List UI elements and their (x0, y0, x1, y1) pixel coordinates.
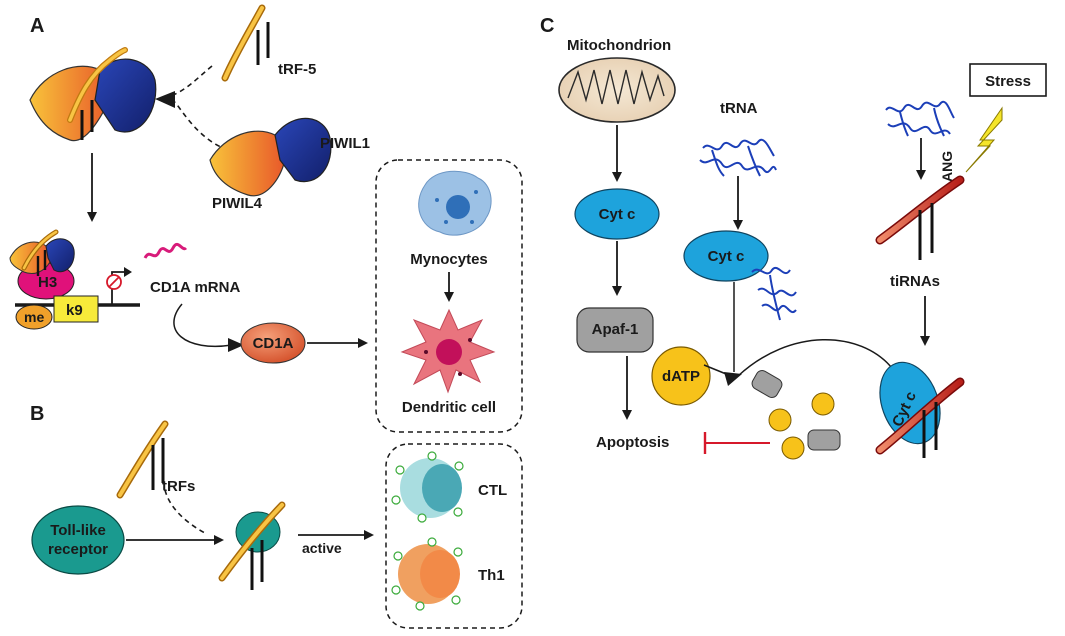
trfs-dashed-arrow (164, 489, 206, 534)
binding-arrowhead (155, 91, 175, 108)
translation-arrow (173, 303, 233, 347)
trna-stress-icon (885, 100, 955, 137)
th1-cell-icon (391, 537, 463, 611)
panel-label-c: C (540, 15, 554, 37)
piwil4-label: PIWIL4 (212, 195, 263, 212)
h3-label: H3 (38, 274, 57, 291)
panel-label-b: B (30, 403, 44, 425)
dendritic-cell-label: Dendritic cell (402, 399, 496, 416)
panel-label-a: A (30, 15, 44, 37)
trfs-label: tRFs (162, 478, 195, 495)
cyt-c-2 (683, 230, 769, 282)
cd1a-protein (240, 322, 306, 364)
mitochondrion-icon (558, 57, 676, 123)
stress-label: Stress (985, 73, 1031, 90)
cell-box-a (375, 159, 523, 433)
dendritic-cell-icon (400, 308, 496, 394)
active-label: active (302, 540, 342, 556)
tirna-cytc-curve-line (737, 339, 893, 377)
tss-line (111, 271, 124, 305)
datp-label: dATP (662, 368, 700, 385)
piwil1-label: PIWIL1 (320, 135, 370, 152)
cyt-c-3-complex (875, 361, 965, 458)
me-label: me (24, 309, 44, 325)
cell-box-b (385, 443, 523, 629)
trna-label: tRNA (720, 100, 758, 117)
toll-like-receptor (31, 505, 125, 575)
apoptosome-components-icon (751, 370, 841, 460)
ctl-label: CTL (478, 482, 507, 499)
trf5-label: tRF-5 (278, 61, 316, 78)
trfs-strand (116, 420, 169, 499)
mrna-squiggle-icon (143, 242, 188, 259)
lightning-bolt-icon (965, 106, 1003, 173)
cyt-c-2-label: Cyt c (708, 248, 745, 265)
cd1a-label: CD1A (253, 335, 294, 352)
trna-bound-icon (751, 267, 797, 321)
tss-arrowhead (124, 267, 132, 277)
trf5-strand (221, 4, 270, 82)
dashed-binding-arrow-bottom (174, 101, 229, 151)
toll-like-label-1: Toll-like (50, 522, 106, 539)
cd1a-mrna-label: CD1A mRNA (150, 279, 240, 296)
datp-to-apoptosome-line (703, 364, 737, 379)
piwil-free-complex (209, 117, 332, 197)
inhibit-sign-icon (106, 274, 122, 290)
apoptosis-label: Apoptosis (596, 434, 669, 451)
stress-box (969, 63, 1047, 97)
chromatin-complex (9, 229, 140, 330)
piwi-complex-bound (29, 47, 157, 142)
ang-label: ANG (939, 151, 955, 182)
datp-circle (651, 346, 711, 406)
mitochondrion-label: Mitochondrion (567, 37, 671, 54)
cyt-c-1-label: Cyt c (599, 206, 636, 223)
apaf1-label: Apaf-1 (592, 321, 639, 338)
ctl-cell-icon (391, 451, 464, 523)
translation-arrowhead (228, 338, 244, 352)
k9-label: k9 (66, 302, 83, 319)
mynocytes-label: Mynocytes (410, 251, 488, 268)
tirnas-label: tiRNAs (890, 273, 940, 290)
toll-like-label-2: receptor (48, 541, 108, 558)
dashed-binding-arrow-top (164, 65, 213, 99)
tirna-strand (875, 175, 965, 260)
cyt-c-1 (574, 188, 660, 240)
th1-label: Th1 (478, 567, 505, 584)
tlr-trf-complex (218, 501, 286, 590)
trna-icon (699, 138, 777, 177)
monocyte-cell-icon (418, 170, 492, 236)
apaf1-box (576, 307, 654, 353)
